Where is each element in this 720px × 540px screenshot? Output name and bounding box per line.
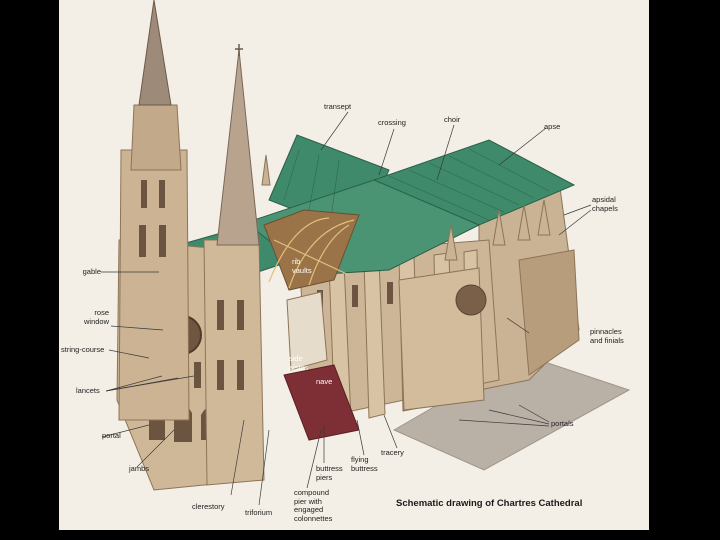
south-tower: [204, 240, 264, 485]
label-lancets: lancets: [76, 387, 100, 396]
north-tower-upper: [131, 105, 181, 170]
label-portals: portals: [551, 420, 574, 429]
figure-caption: Schematic drawing of Chartres Cathedral: [396, 498, 582, 509]
label-compound-pier: compound pier with engaged colonnettes: [294, 489, 332, 523]
label-string-course: string-course: [61, 346, 104, 355]
label-flying-buttress: flying buttress: [351, 456, 378, 473]
label-gable: gable: [67, 268, 101, 277]
label-rose-window: rose window: [67, 309, 109, 326]
label-triforium: triforium: [245, 509, 272, 518]
label-nave: nave: [316, 378, 332, 387]
label-clerestory: clerestory: [192, 503, 225, 512]
label-choir: choir: [444, 116, 460, 125]
label-pinnacles-finials: pinnacles and finials: [590, 328, 624, 345]
label-buttress-piers: buttress piers: [316, 465, 343, 482]
transept-rose-window: [456, 285, 486, 315]
label-crossing: crossing: [378, 119, 406, 128]
north-tower: [119, 150, 189, 420]
slide-page: transept crossing choir apse apsidal cha…: [59, 0, 649, 530]
apsidal-chapel-wall: [519, 250, 579, 375]
south-spire: [217, 50, 259, 245]
label-apse: apse: [544, 123, 560, 132]
label-transept: transept: [324, 103, 351, 112]
label-jambs: jambs: [129, 465, 149, 474]
label-apsidal-chapels: apsidal chapels: [592, 196, 618, 213]
north-spire: [139, 0, 171, 105]
label-side-aisles: side aisles: [289, 355, 308, 372]
cathedral-drawing: [59, 0, 649, 530]
label-rib-vaults: rib vaults: [292, 258, 312, 275]
label-tracery: tracery: [381, 449, 404, 458]
label-portal: portal: [102, 432, 121, 441]
